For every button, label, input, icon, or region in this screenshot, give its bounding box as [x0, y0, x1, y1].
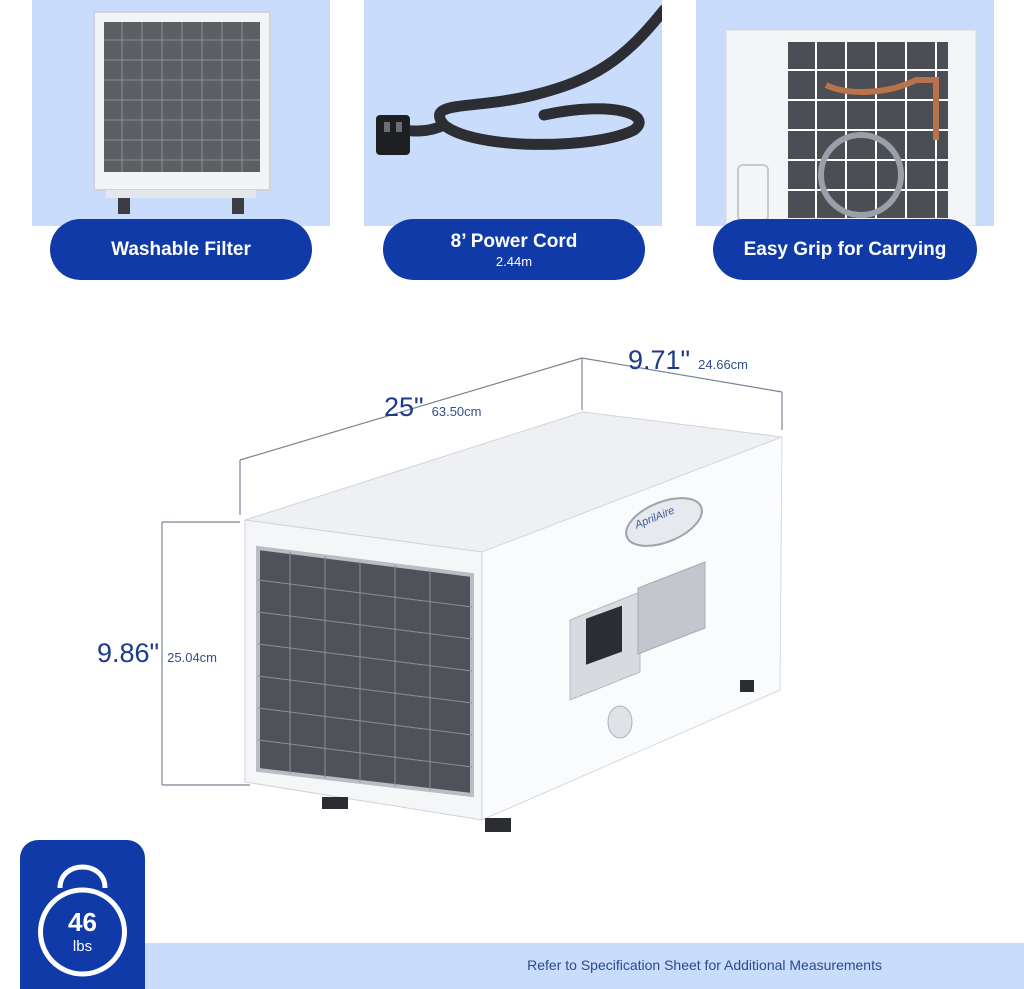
filter-photo-panel: [32, 0, 330, 226]
dimension-depth-metric: 24.66cm: [698, 357, 749, 372]
weight-value: 46: [68, 907, 97, 937]
carry-grip-image: [725, 29, 977, 226]
grip-photo-panel: [696, 0, 994, 226]
dimension-height: 9.86" 25.04cm: [97, 638, 217, 669]
cord-photo-panel: [364, 0, 662, 226]
feature-label-power-cord: 8’ Power Cord 2.44m: [383, 219, 645, 280]
dimension-length-metric: 63.50cm: [431, 404, 482, 419]
weight-unit: lbs: [72, 938, 93, 955]
feature-label-washable-filter: Washable Filter: [50, 219, 312, 280]
dimension-depth: 9.71" 24.66cm: [628, 345, 748, 376]
feature-label-text: 8’ Power Cord: [450, 230, 578, 252]
feature-sublabel-text: 2.44m: [495, 253, 533, 269]
footer-bar: Refer to Specification Sheet for Additio…: [145, 943, 1024, 989]
feature-label-text: Easy Grip for Carrying: [743, 238, 947, 260]
brand-logo: AprilAire: [633, 504, 677, 532]
power-cord-image: [376, 4, 662, 155]
dimension-height-value: 9.86": [97, 638, 160, 668]
feature-label-text: Washable Filter: [111, 238, 251, 260]
dimension-height-metric: 25.04cm: [167, 650, 218, 665]
footer-note: Refer to Specification Sheet for Additio…: [527, 957, 882, 973]
dimension-length-value: 25": [384, 392, 424, 422]
dimension-length: 25" 63.50cm: [384, 392, 482, 423]
feature-label-easy-grip: Easy Grip for Carrying: [713, 219, 977, 280]
weight-badge: 46 lbs: [20, 840, 145, 989]
dimension-depth-value: 9.71": [628, 345, 691, 375]
filter-unit-image: [93, 11, 271, 214]
kettlebell-icon: [38, 864, 127, 977]
